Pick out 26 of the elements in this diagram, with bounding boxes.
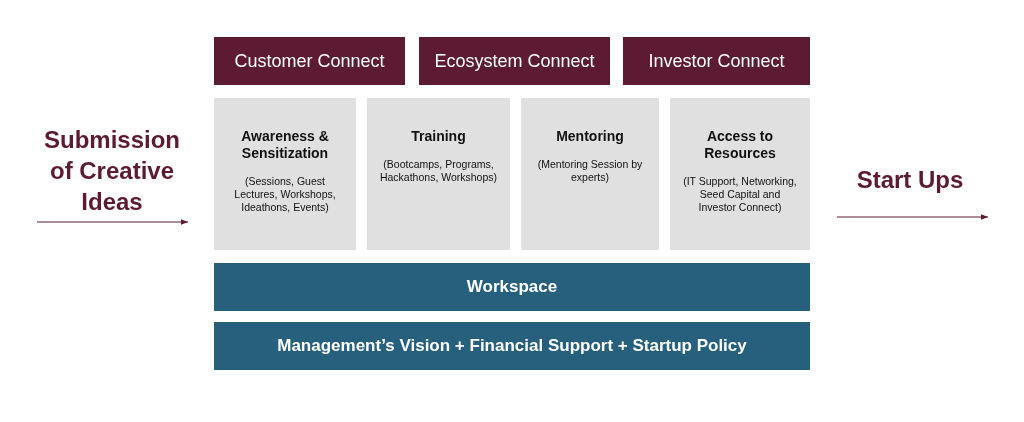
flow-label: Start Ups (855, 165, 965, 195)
heading-text: Training (411, 128, 466, 145)
heading-text: Mentoring (556, 128, 624, 145)
connect-box (214, 37, 405, 85)
heading-text: Workspace (466, 277, 558, 297)
description-text: (Mentoring Session by experts) (536, 158, 644, 184)
heading-text: Management’s Vision + Financial Support + Startup Policy (277, 336, 747, 356)
description-text: (IT Support, Networking, Seed Capital and Investor Connect) (682, 175, 798, 214)
pillar-box (670, 98, 810, 250)
heading-text: Ecosystem Connect (434, 50, 595, 72)
heading-text: Access to Resources (703, 128, 777, 162)
foundation-bar (214, 322, 810, 370)
pillar-box (521, 98, 659, 250)
connect-box (623, 37, 810, 85)
foundation-bar (214, 263, 810, 311)
heading-text: Investor Connect (648, 50, 785, 72)
heading-text: Awareness & Sensitization (240, 128, 330, 162)
description-text: (Sessions, Guest Lectures, Workshops, Ideathons, Events) (233, 175, 337, 214)
pillar-box (367, 98, 510, 250)
connect-box (419, 37, 610, 85)
flow-label: Submission of Creative Ideas (43, 125, 181, 217)
arrow (836, 214, 989, 220)
arrow (36, 219, 189, 225)
heading-text: Customer Connect (234, 50, 385, 72)
description-text: (Bootcamps, Programs, Hackathons, Workshops) (378, 158, 499, 184)
pillar-box (214, 98, 356, 250)
